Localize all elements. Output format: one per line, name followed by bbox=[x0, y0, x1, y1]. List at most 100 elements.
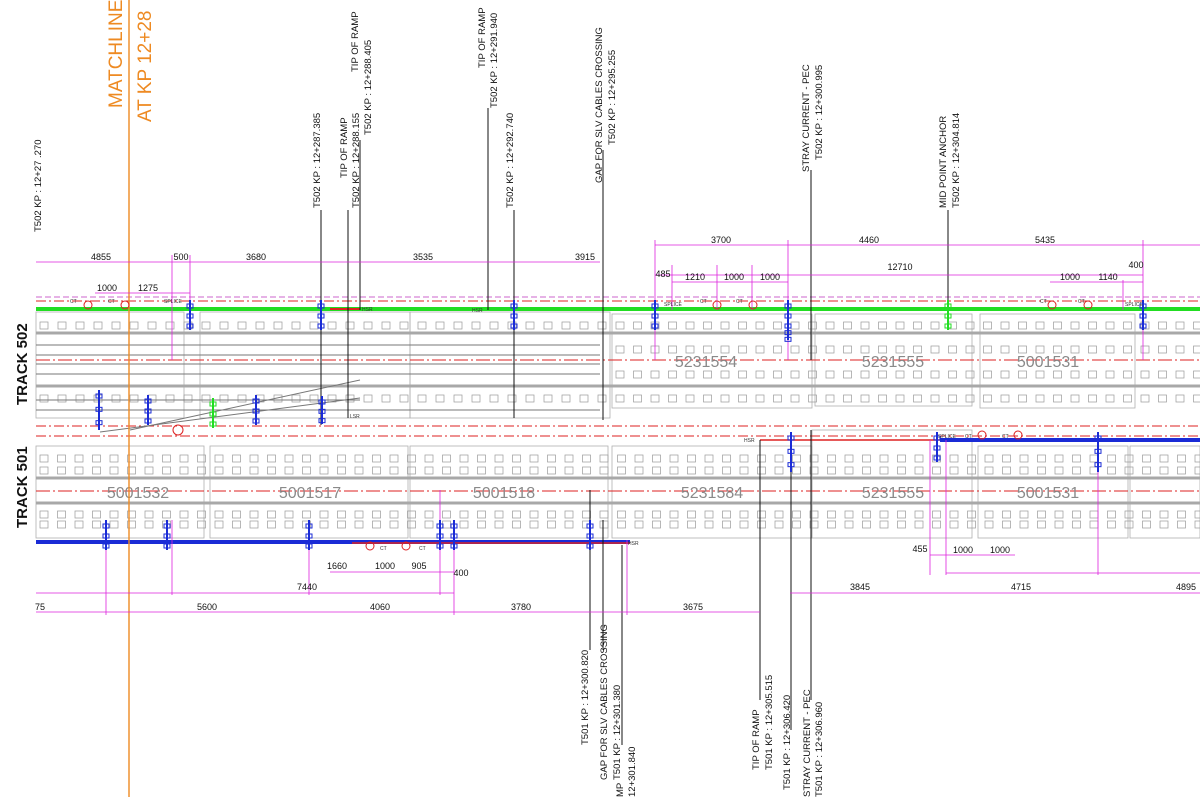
sleeper bbox=[1124, 466, 1134, 475]
dim-label: 3535 bbox=[413, 252, 433, 262]
sleeper bbox=[381, 394, 391, 403]
block-label: 5001531 bbox=[1017, 485, 1079, 502]
sleeper bbox=[669, 520, 679, 529]
block-labels-501: 5001532 5001517 5001518 5231584 5231555 … bbox=[107, 485, 1079, 502]
sleeper bbox=[967, 466, 976, 475]
sleeper bbox=[39, 321, 49, 330]
sleeper bbox=[1054, 454, 1064, 463]
sleeper bbox=[1105, 394, 1115, 403]
sleeper bbox=[302, 454, 311, 463]
dim-label: 1000 bbox=[990, 545, 1010, 555]
sleeper bbox=[599, 520, 609, 529]
sleeper bbox=[930, 370, 940, 379]
sleeper bbox=[1037, 454, 1046, 463]
sleeper bbox=[284, 454, 294, 463]
sleeper bbox=[1054, 520, 1064, 529]
sleeper bbox=[634, 454, 644, 463]
sleeper bbox=[615, 370, 625, 379]
sleeper bbox=[687, 466, 696, 475]
sleeper bbox=[319, 466, 329, 475]
sleeper bbox=[652, 454, 661, 463]
sleeper bbox=[722, 510, 731, 519]
ct-tag: CT bbox=[1040, 299, 1047, 305]
sleeper bbox=[652, 466, 661, 475]
splice-tag: SPLICE bbox=[938, 434, 956, 440]
sleeper bbox=[773, 394, 782, 403]
sleeper bbox=[237, 321, 247, 330]
sleeper bbox=[965, 321, 975, 330]
sleeper bbox=[932, 510, 941, 519]
sleeper bbox=[529, 520, 539, 529]
sleeper bbox=[529, 510, 539, 519]
sleeper bbox=[739, 454, 749, 463]
dim-label: 3680 bbox=[246, 252, 266, 262]
sleeper bbox=[1089, 520, 1099, 529]
block-label: 5231555 bbox=[862, 485, 924, 502]
sleeper bbox=[109, 454, 119, 463]
sleeper bbox=[652, 520, 661, 529]
sleeper bbox=[249, 510, 259, 519]
sleeper bbox=[1158, 370, 1167, 379]
rail-anchor-clip bbox=[317, 303, 325, 309]
sleeper bbox=[291, 394, 301, 403]
matchline-kp: AT KP 12+28 bbox=[135, 11, 156, 122]
sleeper bbox=[1177, 520, 1186, 529]
sleeper bbox=[1070, 394, 1080, 403]
sleeper bbox=[949, 454, 959, 463]
sleeper bbox=[913, 394, 922, 403]
sleeper bbox=[1053, 394, 1062, 403]
callout-label: TIP OF RAMP bbox=[339, 117, 350, 178]
ct-tag: CT bbox=[1002, 434, 1009, 440]
sleeper bbox=[417, 394, 427, 403]
sleeper bbox=[897, 510, 906, 519]
sleeper bbox=[564, 510, 574, 519]
sleeper bbox=[74, 510, 84, 519]
sleeper bbox=[1035, 321, 1045, 330]
sleeper bbox=[1019, 520, 1029, 529]
sleeper bbox=[345, 321, 355, 330]
sleeper bbox=[983, 394, 992, 403]
rail-anchor-clip bbox=[186, 323, 194, 329]
rail-anchor-clip bbox=[163, 543, 171, 549]
sleeper bbox=[808, 321, 817, 330]
sleeper bbox=[687, 520, 696, 529]
sleeper bbox=[39, 454, 49, 463]
sleeper bbox=[597, 321, 607, 330]
sleeper bbox=[1088, 321, 1097, 330]
callout-label: MP bbox=[615, 783, 626, 797]
sleeper bbox=[144, 510, 154, 519]
dim-label: 1000 bbox=[1060, 272, 1080, 282]
sleeper bbox=[1000, 321, 1010, 330]
sleeper bbox=[825, 370, 835, 379]
sleeper bbox=[984, 454, 994, 463]
callout-label: T502 KP : 12+27 .270 bbox=[33, 139, 44, 232]
sleeper bbox=[1177, 466, 1186, 475]
sleeper bbox=[92, 520, 101, 529]
sleeper bbox=[755, 321, 765, 330]
block-label: 5001531 bbox=[1017, 354, 1079, 371]
sleeper bbox=[179, 466, 189, 475]
sleeper bbox=[757, 466, 766, 475]
sleeper bbox=[319, 510, 329, 519]
ct-tag: CT bbox=[108, 299, 115, 305]
sleeper bbox=[1142, 510, 1151, 519]
sleeper bbox=[547, 520, 556, 529]
sleeper bbox=[92, 454, 101, 463]
sleeper bbox=[703, 394, 712, 403]
sleeper bbox=[617, 454, 626, 463]
sleeper bbox=[703, 321, 712, 330]
sleeper bbox=[932, 466, 941, 475]
sleeper bbox=[219, 394, 229, 403]
callout-label: TIP OF RAMP bbox=[751, 709, 762, 770]
dim-label: 1000 bbox=[375, 561, 395, 571]
sleeper bbox=[983, 345, 992, 354]
rail-anchor-clip bbox=[784, 330, 792, 336]
sleeper bbox=[790, 394, 800, 403]
dim-label: 1000 bbox=[953, 545, 973, 555]
sleeper bbox=[399, 394, 409, 403]
sleeper bbox=[442, 454, 451, 463]
rail-anchor-clip bbox=[586, 533, 594, 539]
rail-anchor-clip bbox=[510, 303, 518, 309]
sleeper bbox=[547, 510, 556, 519]
rail-anchor-clip bbox=[784, 313, 792, 319]
